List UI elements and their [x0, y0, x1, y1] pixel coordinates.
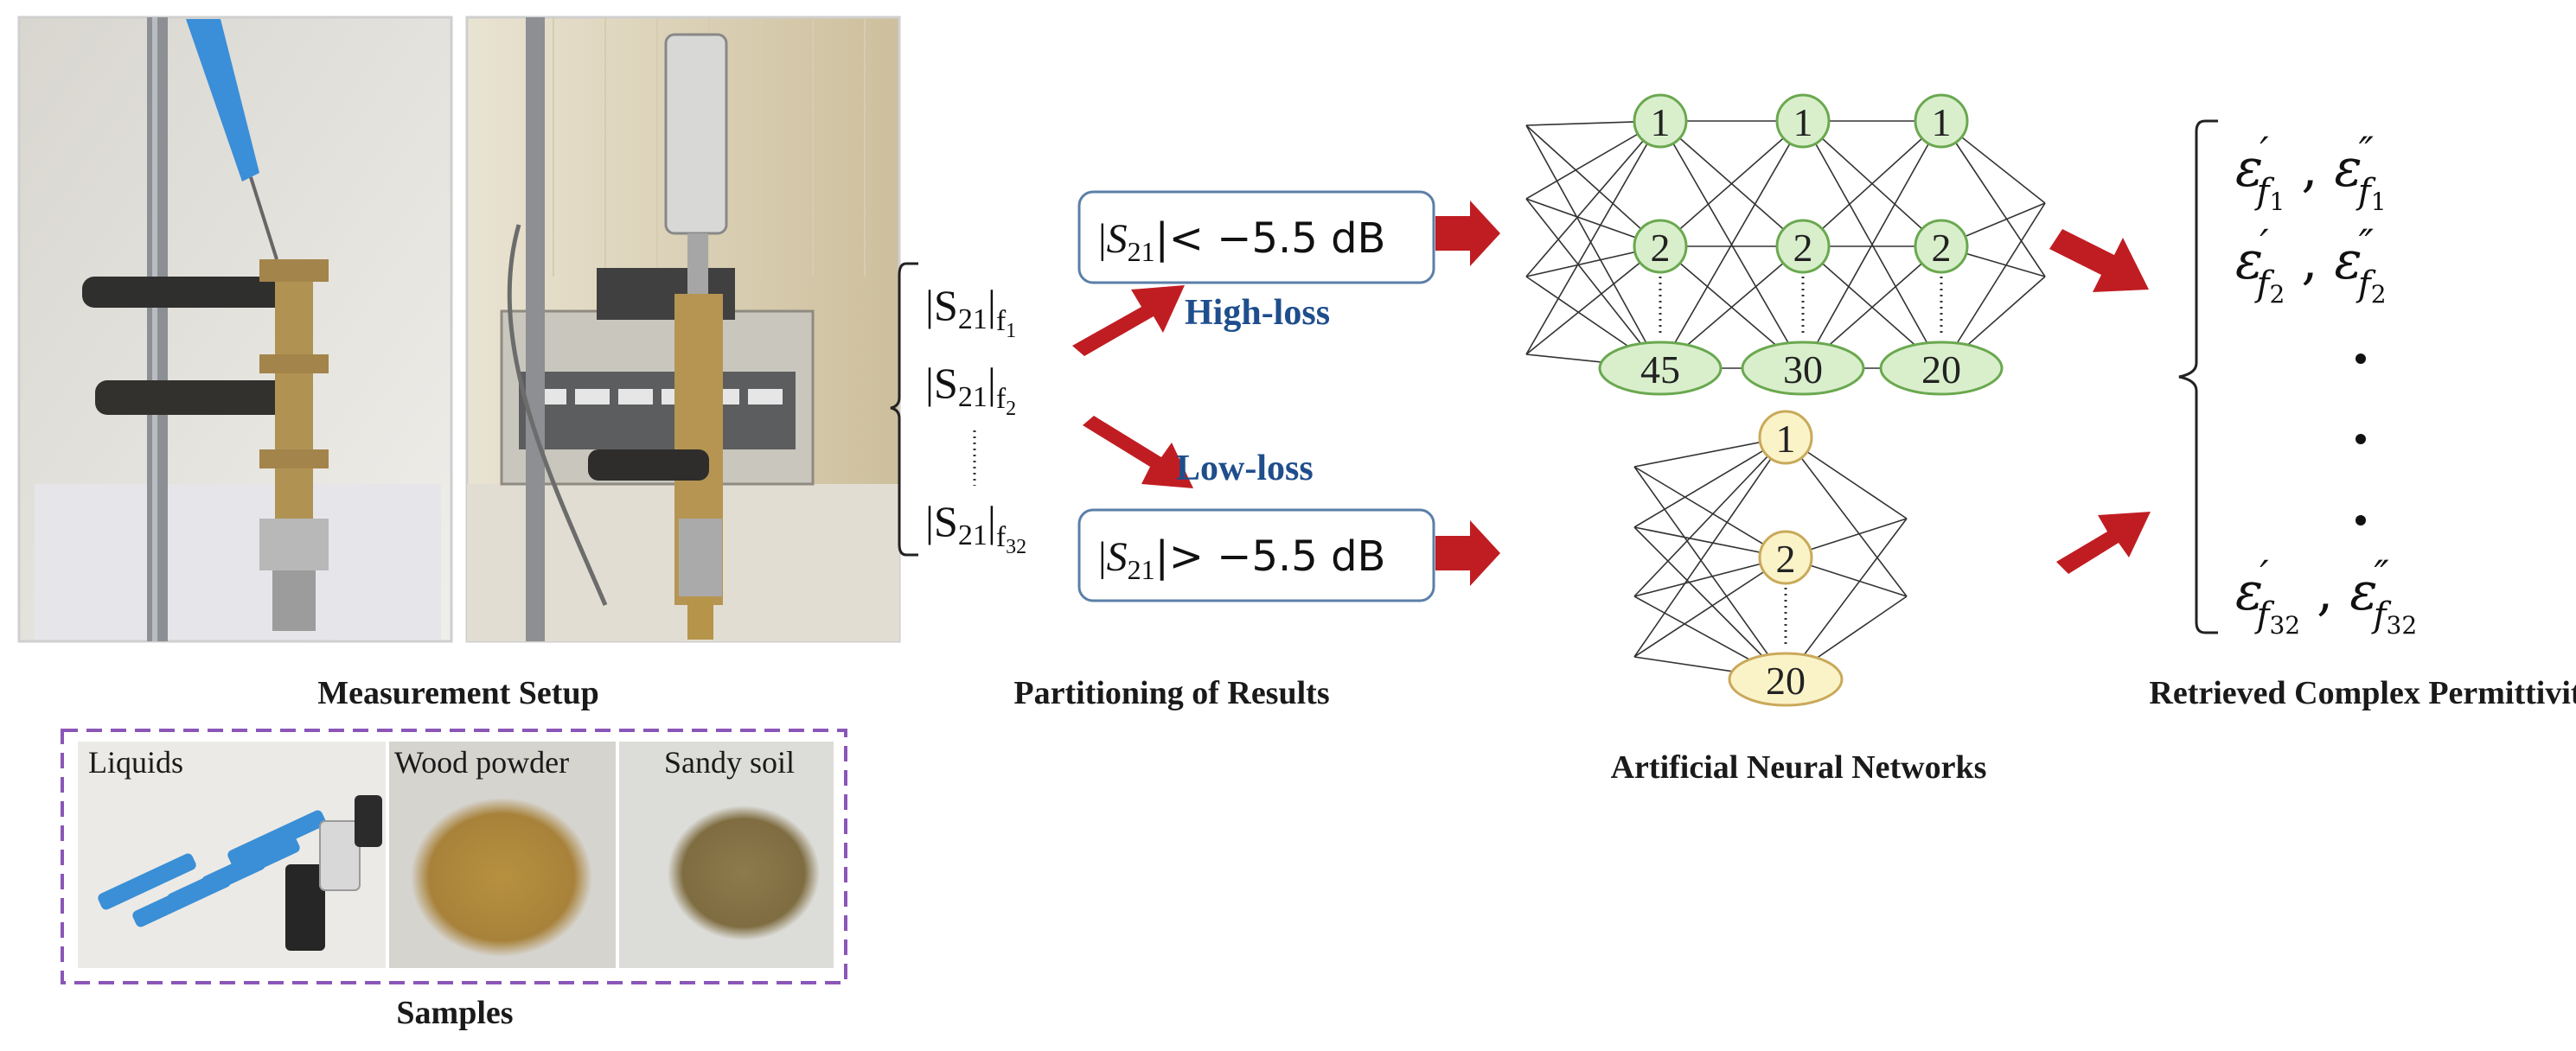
- input-s21-f2: |S21|f2: [925, 359, 1016, 420]
- arrow-to-low-loss: [1083, 416, 1193, 488]
- caption-retrieved: Retrieved Complex Permittivity: [2149, 675, 2576, 711]
- label-high-loss: High-loss: [1185, 293, 1330, 333]
- svg-text:2: 2: [1793, 226, 1813, 270]
- low-edge-2: [1633, 466, 1787, 680]
- photo-syringe-setup: [17, 16, 453, 643]
- node-high-l2-n1: [1775, 93, 1831, 149]
- high-edge-2: [1525, 124, 1661, 369]
- node-high-l3-n1: [1914, 93, 1969, 149]
- caption-ann: Artificial Neural Networks: [1611, 749, 1987, 786]
- high-layer-1: 1 2 45: [1598, 93, 1723, 396]
- input-brace: [890, 262, 918, 557]
- high-edge-24: [1802, 120, 1942, 247]
- low-edge-10: [1633, 557, 1787, 658]
- node-high-l3-n20: [1879, 341, 2004, 396]
- high-edge-31: [1940, 120, 2046, 277]
- sample-soil-photo: [619, 742, 834, 968]
- node-high-l1-n1: [1633, 93, 1688, 149]
- high-edge-6: [1525, 120, 1661, 277]
- sample-liquids-label: Liquids: [88, 745, 183, 780]
- node-high-l3-n2: [1914, 219, 1969, 274]
- sample-wood-photo: [389, 742, 616, 968]
- caption-partitioning: Partitioning of Results: [1013, 675, 1329, 711]
- high-layer-3: 1 2 20: [1879, 93, 2004, 396]
- box-high-loss-condition: |S21|< −5.5 dB: [1077, 190, 1435, 284]
- measurement-setup-photos: [17, 16, 901, 643]
- high-edge-15: [1659, 120, 1804, 247]
- low-edge-3: [1633, 436, 1787, 528]
- svg-text:1: 1: [1651, 100, 1671, 144]
- label-low-loss: Low-loss: [1176, 449, 1314, 488]
- svg-text:20: 20: [1766, 659, 1806, 703]
- box-low-loss-condition: |S21|> −5.5 dB: [1077, 508, 1435, 602]
- arrow-to-low-network: [1435, 520, 1500, 586]
- svg-text:1: 1: [1776, 417, 1796, 461]
- svg-text:2: 2: [1932, 226, 1952, 270]
- output-eps-f32: ε′f32 , ε″f32: [2235, 551, 2417, 640]
- low-edge-1: [1633, 466, 1787, 558]
- high-edge-10: [1525, 245, 1661, 355]
- output-eps-f1: ε′f1 , ε″f1: [2235, 128, 2387, 216]
- sample-wood-label: Wood powder: [394, 745, 569, 780]
- node-low-n20: [1728, 652, 1844, 707]
- output-eps-f2: ε′f2 , ε″f2: [2235, 220, 2387, 309]
- samples-panel: Liquids Wood powder Sandy soil: [61, 729, 847, 984]
- svg-text:ε′f2 , ε″f2: ε′f2 , ε″f2: [2235, 220, 2387, 309]
- high-edge-1: [1525, 124, 1661, 247]
- node-high-l1-n2: [1633, 219, 1688, 274]
- svg-text:1: 1: [1932, 100, 1952, 144]
- arrow-to-high-network: [1435, 201, 1500, 266]
- sample-liquids-photo: [78, 742, 386, 968]
- high-edge-34: [1940, 202, 2046, 369]
- svg-text:20: 20: [1921, 347, 1961, 392]
- input-s21-f1: |S21|f1: [925, 281, 1016, 342]
- low-edge-13: [1785, 436, 1908, 597]
- output-brace: [2178, 119, 2218, 634]
- node-high-l2-n30: [1741, 341, 1865, 396]
- low-layer-1: 1 2 20: [1728, 410, 1844, 707]
- high-loss-network: 1 2 45 1 2 30 1 2 20: [1598, 93, 2004, 396]
- svg-text:ε′f1 , ε″f1: ε′f1 , ε″f1: [2235, 128, 2387, 216]
- svg-text:1: 1: [1793, 100, 1813, 144]
- node-high-l2-n2: [1775, 219, 1831, 274]
- low-edge-16: [1785, 518, 1908, 680]
- low-edge-6: [1633, 436, 1787, 597]
- node-low-n1: [1758, 410, 1813, 465]
- low-loss-network: 1 2 20: [1728, 410, 1844, 707]
- svg-text:|S21|< −5.5 dB: |S21|< −5.5 dB: [1098, 214, 1385, 267]
- high-loss-network-connections: [1525, 120, 2046, 369]
- svg-text:2: 2: [1776, 537, 1796, 581]
- caption-samples: Samples: [396, 995, 513, 1031]
- node-high-l1-n45: [1598, 341, 1723, 396]
- caption-measurement-setup: Measurement Setup: [317, 675, 598, 711]
- arrow-to-high-loss: [1072, 285, 1185, 356]
- svg-text:|S21|f32: |S21|f32: [925, 497, 1026, 558]
- sample-soil-label: Sandy soil: [664, 745, 795, 780]
- high-edge-18: [1659, 120, 1804, 369]
- photo-vna-setup: [465, 16, 901, 643]
- high-edge-9: [1525, 120, 1661, 355]
- arrow-high-to-output: [2049, 229, 2149, 292]
- output-ellipsis: [2355, 354, 2366, 526]
- svg-text:ε′f32 , ε″f32: ε′f32 , ε″f32: [2235, 551, 2417, 640]
- arrow-low-to-output: [2056, 512, 2151, 574]
- high-edge-5: [1525, 198, 1661, 369]
- svg-text:|S21|f1: |S21|f1: [925, 281, 1016, 342]
- svg-text:|S21|> −5.5 dB: |S21|> −5.5 dB: [1098, 532, 1385, 585]
- samples-dashed-border: [61, 729, 847, 984]
- low-edge-5: [1633, 526, 1787, 680]
- input-s21-f32: |S21|f32: [925, 497, 1026, 558]
- node-low-n2: [1758, 530, 1813, 585]
- svg-text:2: 2: [1651, 226, 1671, 270]
- svg-text:|S21|f2: |S21|f2: [925, 359, 1016, 420]
- svg-text:45: 45: [1640, 347, 1680, 392]
- high-edge-27: [1802, 120, 1942, 369]
- high-layer-2: 1 2 30: [1741, 93, 1865, 396]
- svg-text:30: 30: [1783, 347, 1823, 392]
- low-edge-9: [1633, 436, 1787, 658]
